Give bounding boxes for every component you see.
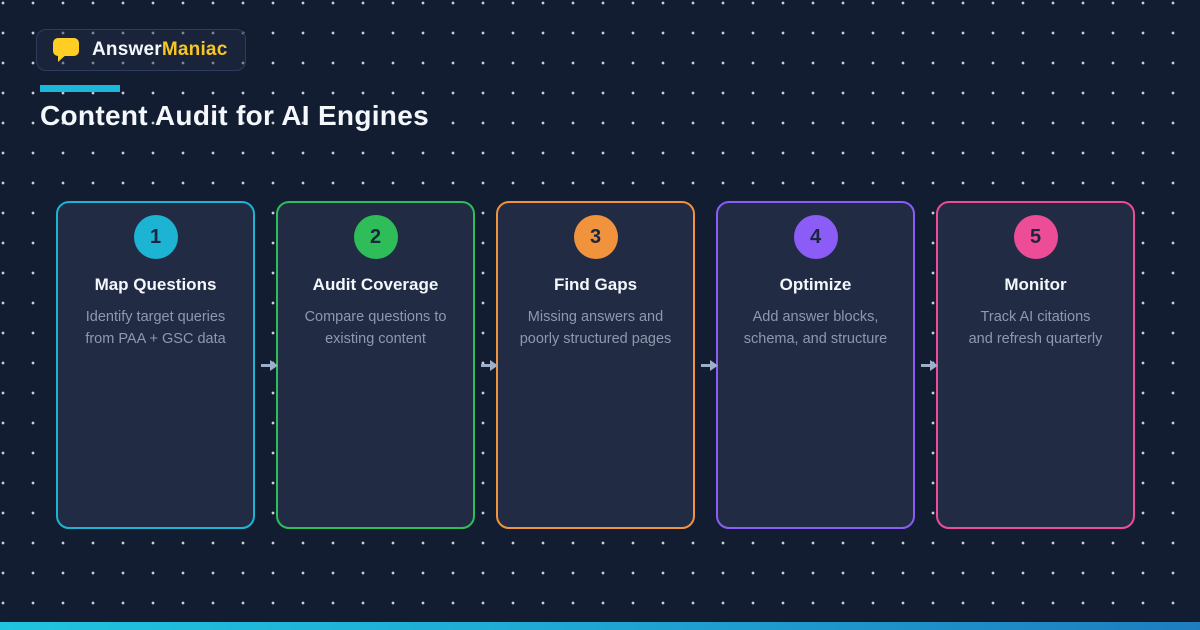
arrow-right-icon — [921, 360, 938, 371]
speech-bubble-icon — [53, 37, 79, 62]
bottom-accent-bar — [0, 622, 1200, 630]
logo-brand-first: Answer — [92, 39, 162, 60]
step-card-find-gaps: 3 Find Gaps Missing answers and poorly s… — [496, 201, 695, 529]
arrow-right-icon — [481, 360, 498, 371]
title-accent-bar — [40, 85, 120, 92]
step-title: Optimize — [779, 275, 852, 294]
step-card-map-questions: 1 Map Questions Identify target queries … — [56, 201, 255, 529]
step-card-optimize: 4 Optimize Add answer blocks, schema, an… — [716, 201, 915, 529]
step-title: Map Questions — [94, 275, 217, 294]
page-title: Content Audit for AI Engines — [40, 100, 429, 131]
step-description: Add answer blocks, schema, and structure — [743, 309, 888, 347]
arrow-right-icon — [701, 360, 718, 371]
step-number-badge: 5 — [1013, 215, 1058, 259]
logo-chip: AnswerManiac — [36, 29, 247, 71]
step-number-badge: 1 — [133, 215, 178, 259]
step-number-badge: 2 — [353, 215, 398, 259]
step-description: Missing answers and poorly structured pa… — [519, 309, 672, 347]
steps-row: 1 Map Questions Identify target queries … — [56, 201, 1135, 529]
step-title: Find Gaps — [553, 275, 638, 294]
step-number-badge: 4 — [793, 215, 838, 259]
step-description: Compare questions to existing content — [304, 309, 447, 347]
step-description: Identify target queries from PAA + GSC d… — [85, 309, 226, 347]
step-card-audit-coverage: 2 Audit Coverage Compare questions to ex… — [276, 201, 475, 529]
step-card-monitor: 5 Monitor Track AI citations and refresh… — [936, 201, 1135, 529]
step-number-badge: 3 — [573, 215, 618, 259]
arrow-right-icon — [261, 360, 278, 371]
step-description: Track AI citations and refresh quarterly — [968, 309, 1103, 347]
logo-text: AnswerManiac — [92, 39, 227, 61]
step-title: Monitor — [1004, 275, 1067, 294]
step-title: Audit Coverage — [312, 275, 439, 294]
logo-brand-second: Maniac — [161, 39, 228, 60]
